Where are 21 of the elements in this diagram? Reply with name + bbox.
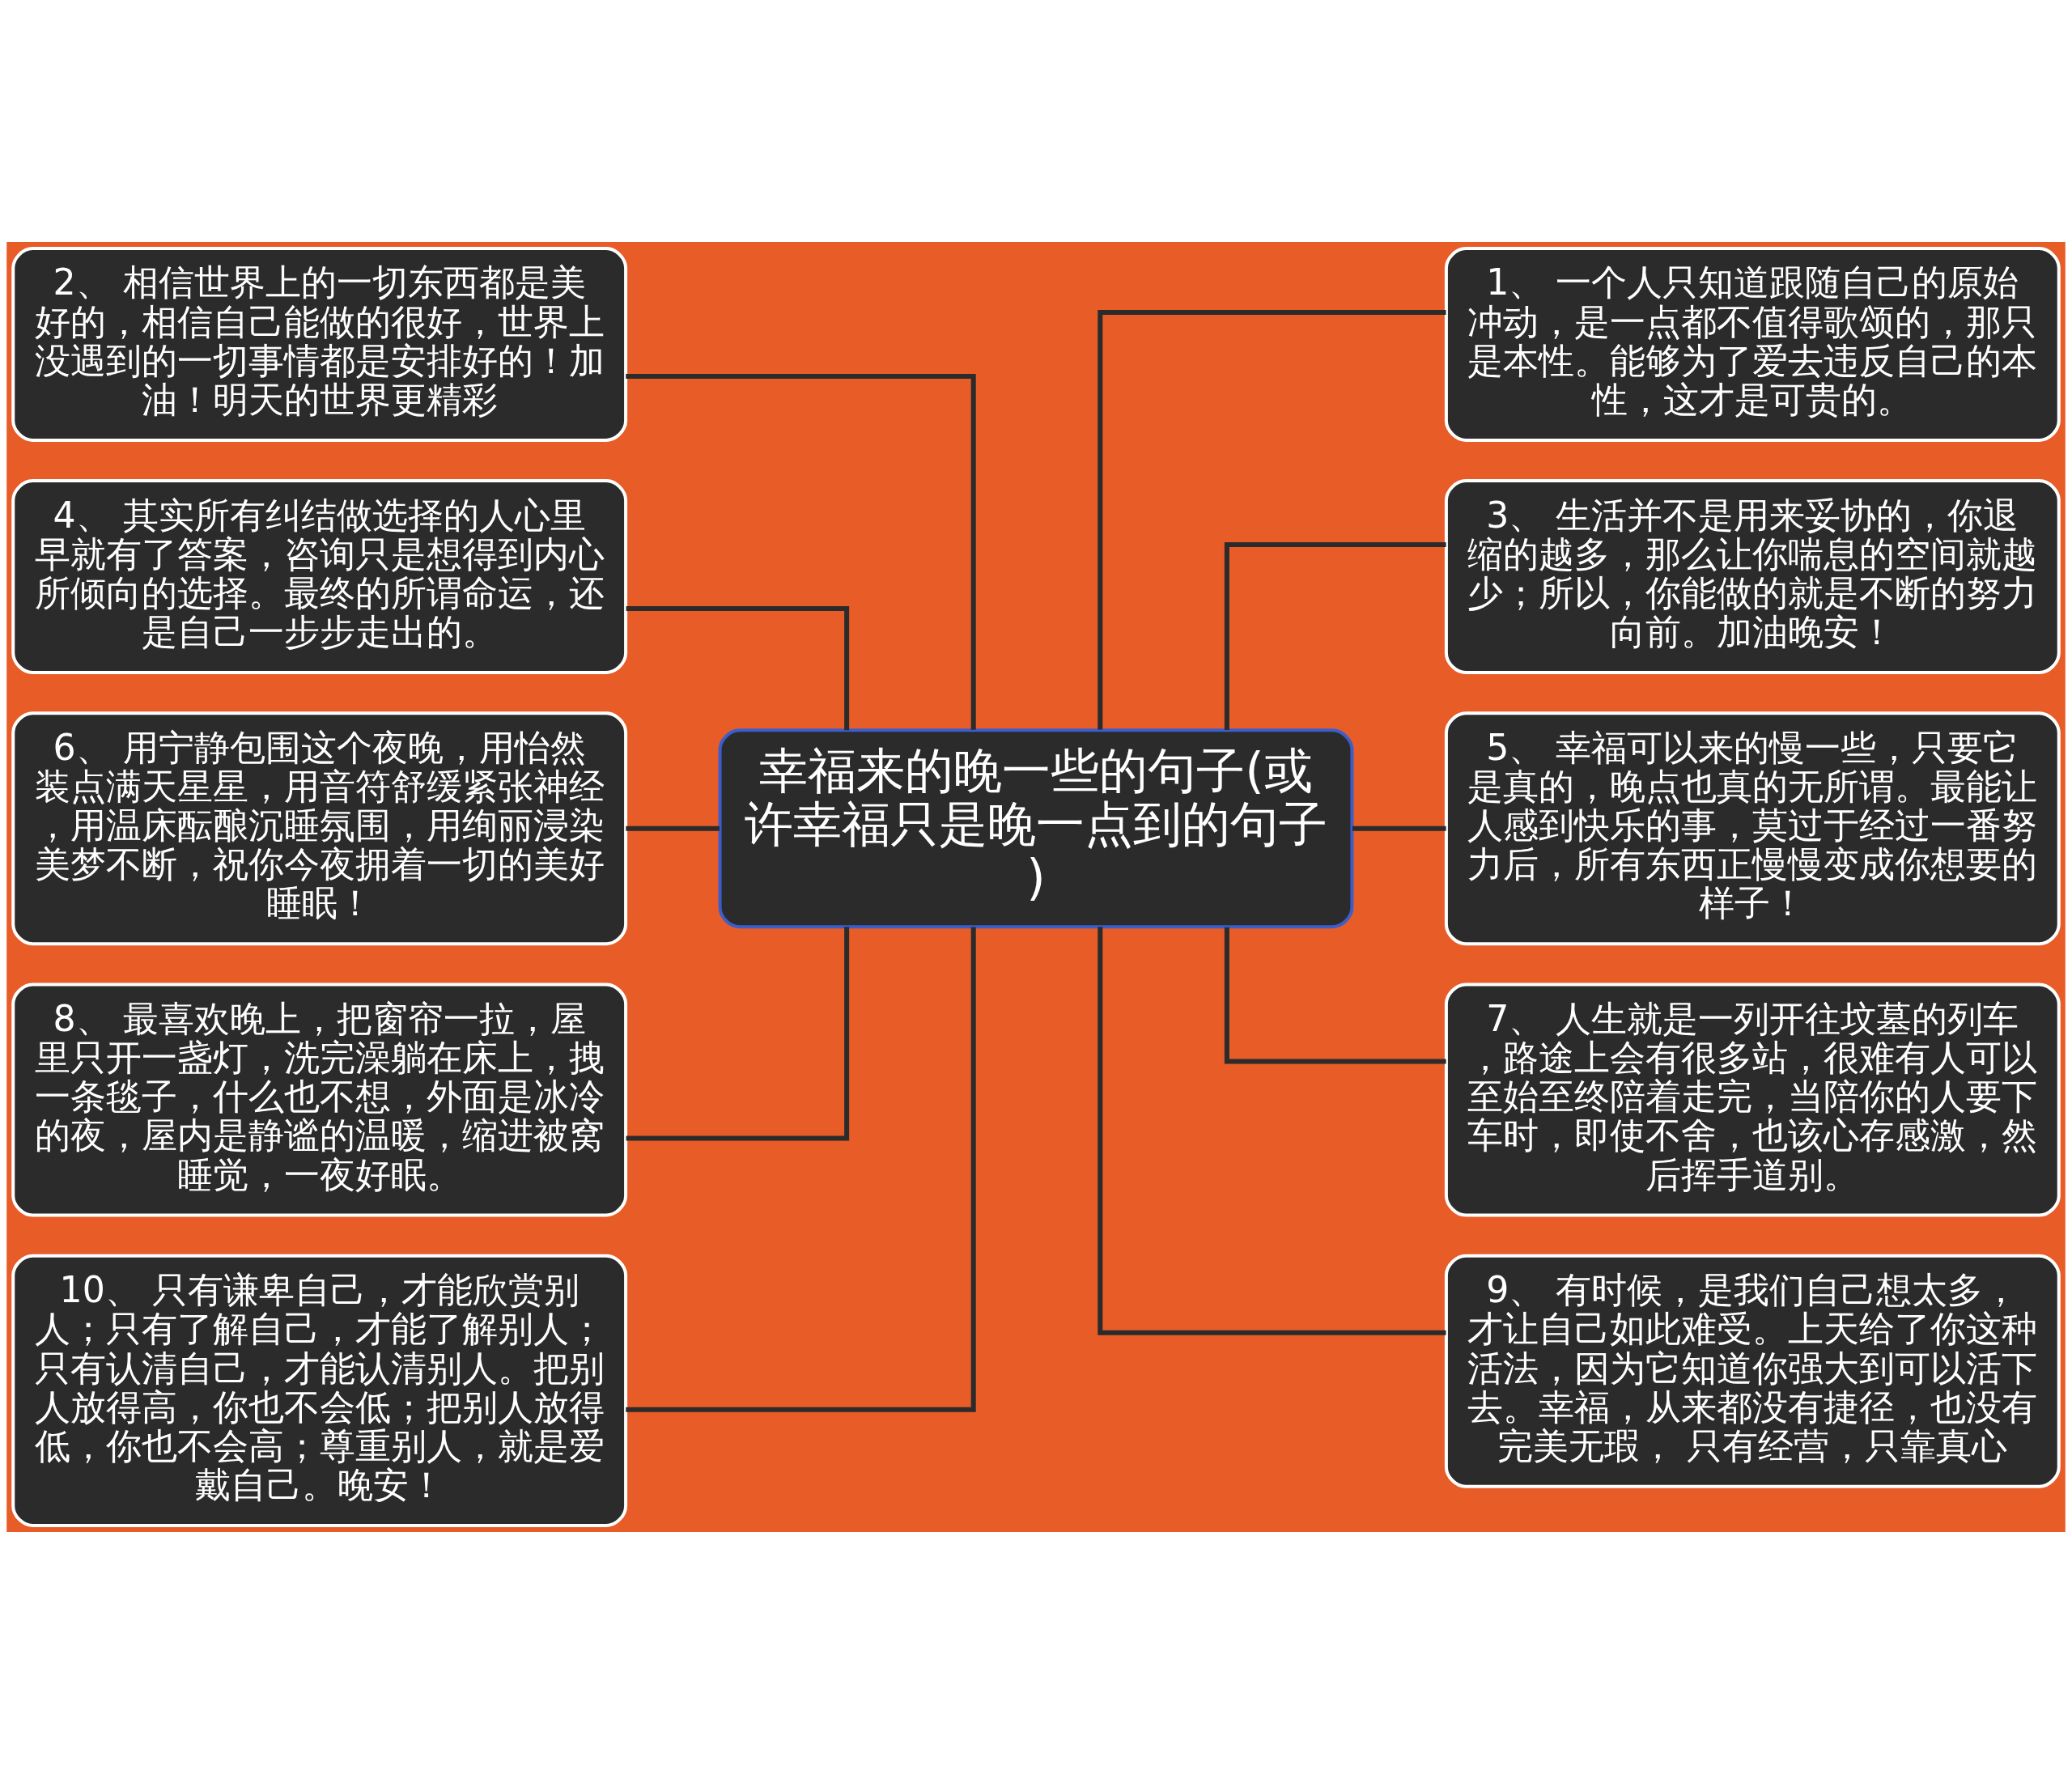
connector — [1224, 542, 1446, 731]
connector — [626, 825, 720, 831]
node-box: 2、 相信世界上的一切东西都是美好的，相信自己能做的很好，世界上没遇到的一切事情都是安排好的！加油！明天的世界更精彩 — [11, 247, 628, 442]
node-box: 7、 人生就是一列开往坟墓的列车，路途上会有很多站，很难有人可以至始至终陪着走完，当陪你的人要下车时，即使不舍，也该心存感激，然后挥手道别。 — [1444, 982, 2061, 1217]
node-box: 6、 用宁静包围这个夜晚，用怡然装点满天星星，用音符舒缓紧张神经，用温床酝酿沉睡氛围，用绚丽浸染美梦不断，祝你今夜拥着一切的美好睡眠！ — [11, 711, 628, 946]
connector — [1352, 825, 1446, 831]
connector — [1098, 927, 1446, 1335]
connector — [1098, 310, 1446, 730]
connector — [1224, 927, 1446, 1064]
connector — [626, 373, 976, 730]
connector — [626, 927, 850, 1141]
connector — [626, 927, 976, 1412]
node-box: 4、 其实所有纠结做选择的人心里早就有了答案，咨询只是想得到内心所倾向的选择。最终的所谓命运，还是自己一步步走出的。 — [11, 479, 628, 674]
node-box: 幸福来的晚一些的句子(或许幸福只是晚一点到的句子) — [718, 728, 1354, 929]
node-box: 5、 幸福可以来的慢一些，只要它是真的，晚点也真的无所谓。最能让人感到快乐的事，莫过于经过一番努力后，所有东西正慢慢变成你想要的样子！ — [1444, 711, 2061, 946]
node-box: 8、 最喜欢晚上，把窗帘一拉，屋里只开一盏灯，洗完澡躺在床上，拽一条毯子，什么也不想，外面是冰冷的夜，屋内是静谧的温暖，缩进被窝睡觉，一夜好眠。 — [11, 982, 628, 1217]
node-box: 10、 只有谦卑自己，才能欣赏别人；只有了解自己，才能了解别人；只有认清自己，才能认清别人。把别人放得高，你也不会低；把别人放得低，你也不会高；尊重别人，就是爱戴自己。晚安！ — [11, 1254, 628, 1527]
node-box: 9、 有时候，是我们自己想太多，才让自己如此难受。上天给了你这种活法，因为它知道你强大到可以活下去。幸福，从来都没有捷径，也没有完美无瑕， 只有经营，只靠真心 — [1444, 1254, 2061, 1488]
node-box: 1、 一个人只知道跟随自己的原始冲动，是一点都不值得歌颂的，那只是本性。能够为了爱去违反自己的本性，这才是可贵的。 — [1444, 247, 2061, 442]
node-box: 3、 生活并不是用来妥协的，你退缩的越多，那么让你喘息的空间就越少；所以，你能做的就是不断的努力向前。加油晚安！ — [1444, 479, 2061, 674]
connector — [626, 606, 850, 731]
